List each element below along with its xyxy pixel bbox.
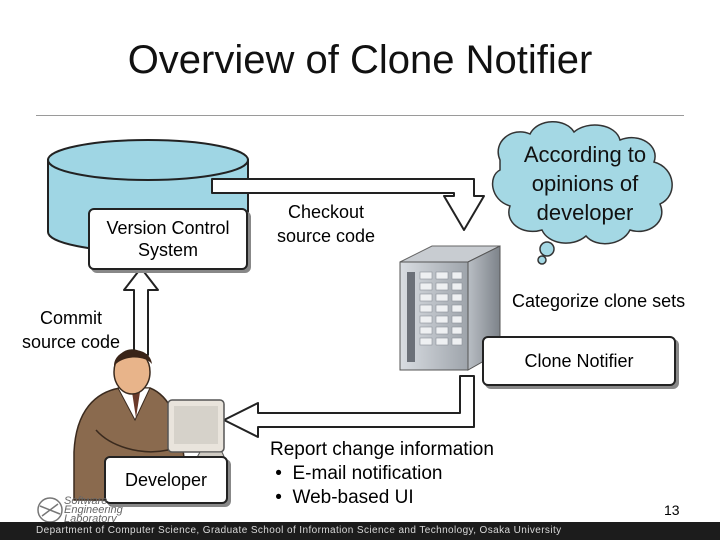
version-control-system-label: Version Control System [90,217,246,261]
cloud-text: According to opinions of developer [505,140,665,227]
version-control-system-box: Version Control System [88,208,248,270]
report-text: Report change information • E-mail notif… [270,438,494,510]
footer-text: Department of Computer Science, Graduate… [36,525,562,536]
clone-notifier-box: Clone Notifier [482,336,676,386]
report-arrow [222,372,474,437]
report-item: • Web-based UI [270,486,494,510]
page-number: 13 [664,502,680,518]
categorize-label: Categorize clone sets [512,289,712,313]
report-item: • E-mail notification [270,462,494,486]
lab-logo-icon [38,498,62,522]
lab-logo-text: Software Engineering Laboratory [64,497,123,524]
report-heading: Report change information [270,438,494,462]
developer-label: Developer [125,469,207,491]
commit-label: Commit source code [14,306,128,354]
commit-arrow [124,268,158,355]
clone-notifier-label: Clone Notifier [524,350,633,372]
checkout-label: Checkout source code [262,200,390,248]
